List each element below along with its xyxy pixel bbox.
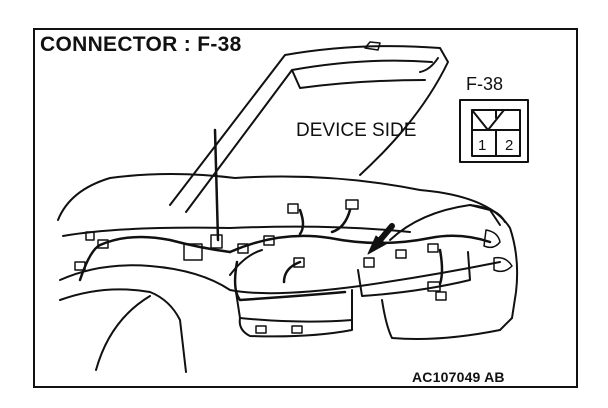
- harness-connectors: [74, 199, 447, 334]
- device-side-callout: DEVICE SIDE: [296, 120, 417, 141]
- wiring-harness: [78, 208, 492, 302]
- car-body-outline: [57, 173, 519, 373]
- connector-pointer-arrow: [367, 223, 395, 255]
- connector-title: CONNECTOR : F-38: [40, 33, 242, 56]
- figure-id: AC107049 AB: [412, 369, 505, 385]
- antenna: [210, 128, 223, 249]
- hood-outline: [169, 41, 449, 213]
- connector-face-view: [459, 99, 529, 163]
- pin-2-label: 2: [505, 137, 514, 154]
- pin-1-label: 1: [478, 137, 487, 154]
- connector-id-label: F-38: [466, 74, 504, 94]
